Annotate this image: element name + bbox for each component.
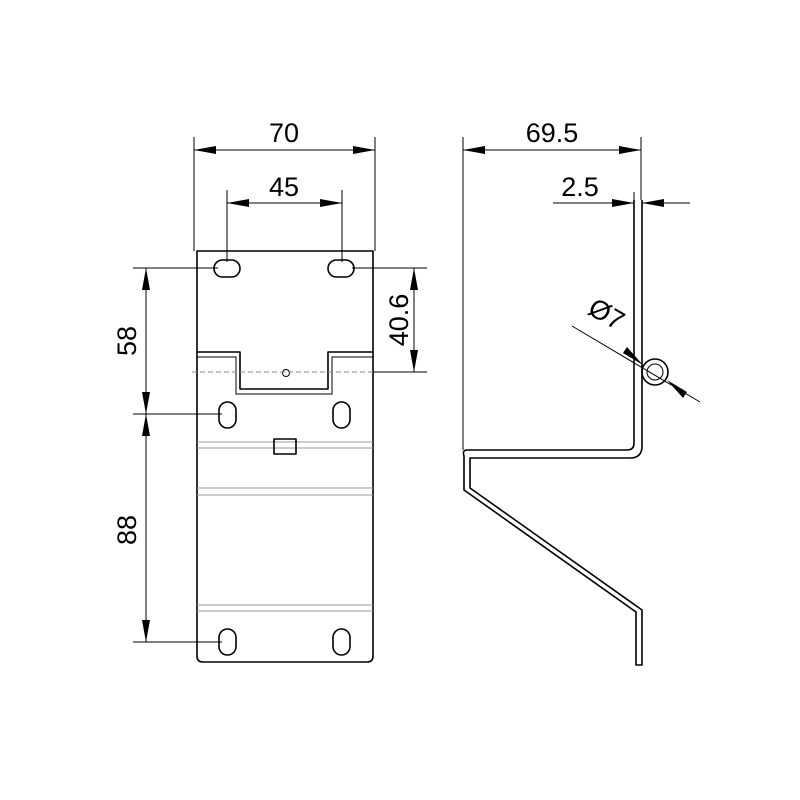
dim-hole-diameter: Ø7	[571, 292, 701, 403]
upper-right-slot	[327, 259, 355, 278]
notch-inner	[197, 356, 373, 395]
centre-tab	[273, 438, 297, 455]
side-hole-outer	[641, 358, 669, 386]
dim-depth-overall: 69.5	[462, 118, 642, 450]
dim-hole-spacing: 45	[226, 172, 343, 262]
arrowhead	[227, 199, 249, 207]
lower-right-slot	[332, 628, 351, 656]
side-profile	[462, 200, 643, 666]
arrowhead	[410, 350, 418, 372]
arrowhead	[142, 414, 150, 436]
arrowhead	[642, 199, 664, 207]
arrowhead	[353, 146, 375, 154]
side-hole-inner	[646, 363, 664, 381]
arrowhead	[463, 146, 485, 154]
arrowhead	[142, 268, 150, 290]
arrowhead	[142, 620, 150, 642]
arrowhead	[410, 268, 418, 290]
arrowhead	[142, 392, 150, 414]
dim-width-overall: 70	[193, 118, 376, 251]
dim-label-diameter-7: Ø7	[583, 292, 629, 336]
dim-label-69-5: 69.5	[526, 118, 579, 148]
dim-label-2-5: 2.5	[561, 172, 599, 202]
arrowhead	[667, 380, 687, 398]
dim-height-lower: 88	[112, 414, 222, 643]
arrowhead	[612, 199, 634, 207]
arrowhead	[623, 347, 643, 365]
side-view	[462, 200, 669, 666]
arrowhead	[619, 146, 641, 154]
dim-label-70: 70	[269, 118, 299, 148]
dim-label-88: 88	[112, 515, 142, 545]
pin-hole	[282, 369, 290, 377]
dim-notch-height: 40.6	[352, 267, 427, 373]
arrowhead	[320, 199, 342, 207]
middle-right-slot	[332, 401, 351, 429]
middle-left-slot	[218, 401, 237, 429]
dim-thickness: 2.5	[553, 172, 690, 207]
dim-height-upper: 58	[112, 267, 222, 415]
front-view	[192, 250, 380, 663]
dim-label-40-6: 40.6	[384, 294, 414, 347]
arrowhead	[194, 146, 216, 154]
dim-label-58: 58	[112, 326, 142, 356]
dim-label-45: 45	[269, 172, 299, 202]
front-outline	[196, 250, 374, 663]
